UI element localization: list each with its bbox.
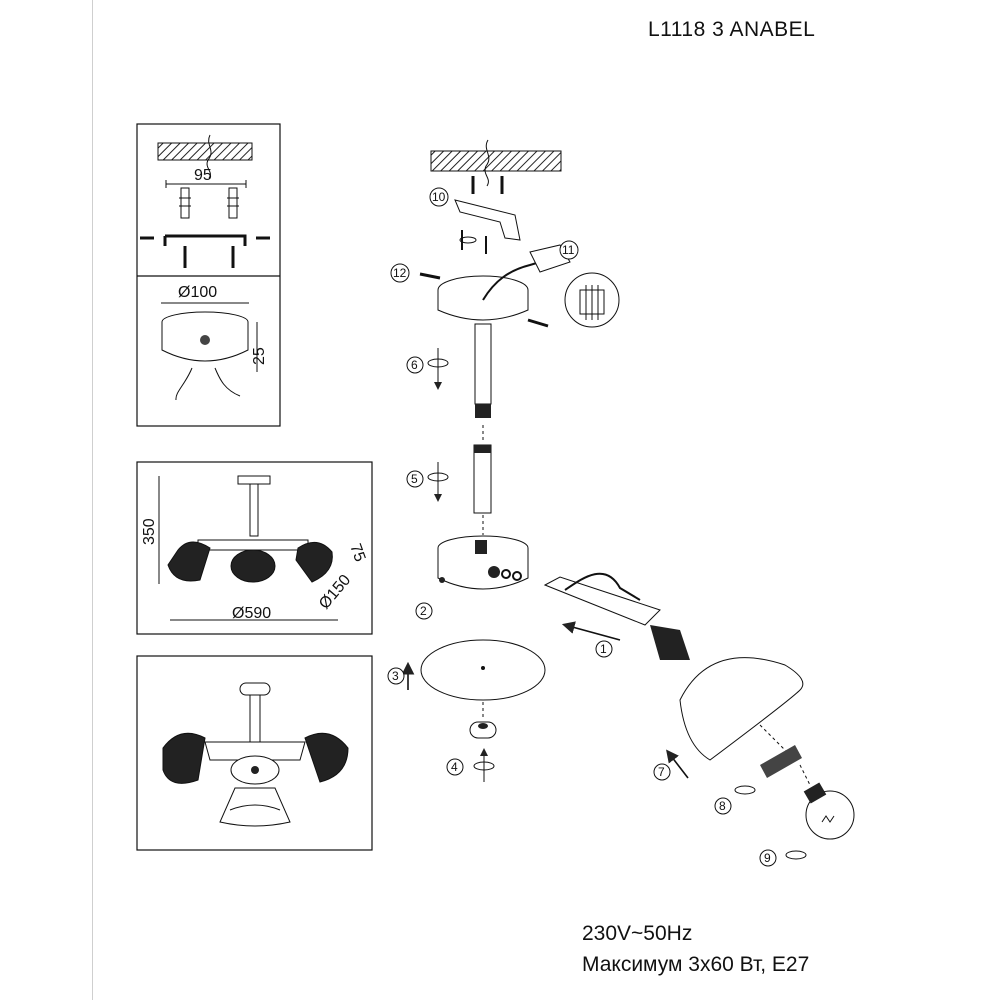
max-power-text: Максимум 3x60 Вт, E27 — [582, 953, 810, 976]
panel-mounting: 95 Ø100 25 — [136, 123, 281, 427]
mini-arm — [197, 539, 309, 551]
panel-assembled — [136, 655, 373, 851]
step-5: 5 — [406, 470, 424, 488]
step-3: 3 — [387, 667, 405, 685]
dim-shade-diameter: Ø150 — [316, 572, 354, 613]
svg-text:2: 2 — [420, 604, 427, 618]
svg-text:10: 10 — [432, 190, 446, 204]
tube — [473, 444, 492, 514]
shade-ring — [760, 745, 802, 778]
step-7: 7 — [653, 763, 671, 781]
specs-block: 230V~50Hz Максимум 3x60 Вт, E27 — [582, 918, 809, 980]
wall-plugs — [179, 187, 239, 219]
ceiling — [430, 150, 562, 172]
ceiling-hatch — [157, 142, 253, 161]
dim-bracket-width: 95 — [194, 167, 212, 184]
svg-text:5: 5 — [411, 472, 418, 486]
panel-dimensions: 350 Ø590 75 Ø150 — [136, 461, 373, 635]
step-6: 6 — [406, 356, 424, 374]
knob — [469, 721, 497, 739]
dim-canopy-height: 25 — [251, 347, 268, 365]
step-9: 9 — [759, 849, 777, 867]
dim-canopy-diameter: Ø100 — [178, 284, 217, 301]
svg-text:9: 9 — [764, 851, 771, 865]
svg-text:8: 8 — [719, 799, 726, 813]
mini-rod — [249, 483, 259, 537]
svg-text:4: 4 — [451, 760, 458, 774]
step-12: 12 — [390, 263, 410, 283]
step-11: 11 — [559, 240, 579, 260]
svg-text:11: 11 — [562, 243, 575, 257]
svg-text:12: 12 — [393, 266, 407, 280]
rotate-arrows — [427, 236, 807, 860]
thread — [475, 404, 491, 418]
bracket — [454, 199, 521, 241]
exploded-view — [401, 139, 855, 860]
screws — [183, 246, 235, 268]
step-1: 1 — [595, 640, 613, 658]
mounting-bracket — [163, 234, 247, 246]
bulb — [805, 790, 855, 840]
dim-shade-depth: 75 — [346, 542, 368, 565]
voltage-text: 230V~50Hz — [582, 922, 693, 945]
shade — [679, 657, 804, 761]
model-title: L1118 3 ANABEL — [648, 18, 816, 41]
dim-total-height: 350 — [141, 518, 158, 545]
step-callouts: 1 2 3 4 5 6 7 8 9 10 11 12 — [387, 187, 777, 867]
arm — [543, 576, 661, 626]
svg-text:6: 6 — [411, 358, 418, 372]
svg-text:1: 1 — [600, 642, 607, 656]
step-10: 10 — [429, 187, 449, 207]
lamp-socket — [650, 625, 690, 660]
step-4: 4 — [446, 758, 464, 776]
svg-text:7: 7 — [658, 765, 665, 779]
svg-text:3: 3 — [392, 669, 399, 683]
margin-line — [92, 0, 93, 1000]
dim-total-width: Ø590 — [232, 605, 271, 622]
step-2: 2 — [415, 602, 433, 620]
step-8: 8 — [714, 797, 732, 815]
stem — [474, 323, 492, 405]
